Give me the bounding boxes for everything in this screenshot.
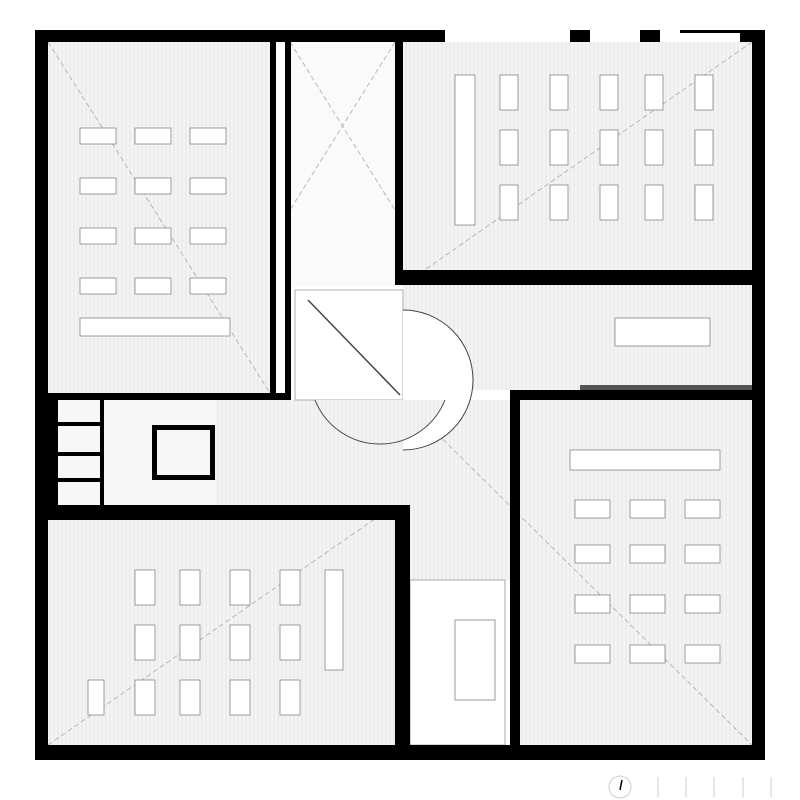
desk: [229, 569, 251, 606]
desk: [279, 679, 301, 716]
desk: [134, 277, 172, 295]
meeting-table: [614, 317, 711, 347]
desk: [134, 127, 172, 145]
desk: [79, 127, 117, 145]
desk: [79, 227, 117, 245]
desk: [189, 227, 227, 245]
desk: [629, 594, 666, 614]
desk: [189, 127, 227, 145]
desk: [694, 184, 714, 221]
legend: [608, 775, 772, 799]
cabinet: [87, 679, 105, 716]
desk: [644, 74, 664, 111]
desk: [694, 74, 714, 111]
desk: [279, 569, 301, 606]
bench: [79, 317, 231, 337]
desk: [279, 624, 301, 661]
desk: [629, 544, 666, 564]
desk: [189, 277, 227, 295]
bench: [454, 74, 476, 226]
desk: [134, 177, 172, 195]
desk: [574, 644, 611, 664]
desk: [549, 129, 569, 166]
desk: [499, 184, 519, 221]
desk: [684, 594, 721, 614]
desk: [599, 129, 619, 166]
desk: [644, 129, 664, 166]
walls: [35, 30, 765, 760]
desk: [179, 679, 201, 716]
desk: [574, 499, 611, 519]
desk: [134, 624, 156, 661]
desk: [694, 129, 714, 166]
desk: [574, 544, 611, 564]
desk: [179, 569, 201, 606]
bench: [324, 569, 344, 671]
desk: [229, 624, 251, 661]
desk: [629, 644, 666, 664]
desk: [599, 184, 619, 221]
bench: [569, 449, 721, 471]
desk: [684, 499, 721, 519]
desk: [629, 499, 666, 519]
desk: [134, 227, 172, 245]
desk: [499, 129, 519, 166]
diagonal-lines: [47, 41, 753, 746]
desk: [179, 624, 201, 661]
desk: [134, 679, 156, 716]
scale-bar-icon: [657, 777, 772, 797]
north-arrow-icon: [608, 775, 632, 799]
desk: [229, 679, 251, 716]
shaft: [290, 42, 395, 287]
desk: [549, 184, 569, 221]
desk: [684, 644, 721, 664]
desk: [684, 544, 721, 564]
desk: [189, 177, 227, 195]
furniture: [79, 74, 721, 716]
desk: [644, 184, 664, 221]
desk: [574, 594, 611, 614]
staircase: [409, 579, 506, 746]
desk: [549, 74, 569, 111]
spiral-stair: [294, 289, 506, 746]
desk: [599, 74, 619, 111]
desk: [79, 177, 117, 195]
desk: [499, 74, 519, 111]
desk: [79, 277, 117, 295]
desk: [134, 569, 156, 606]
